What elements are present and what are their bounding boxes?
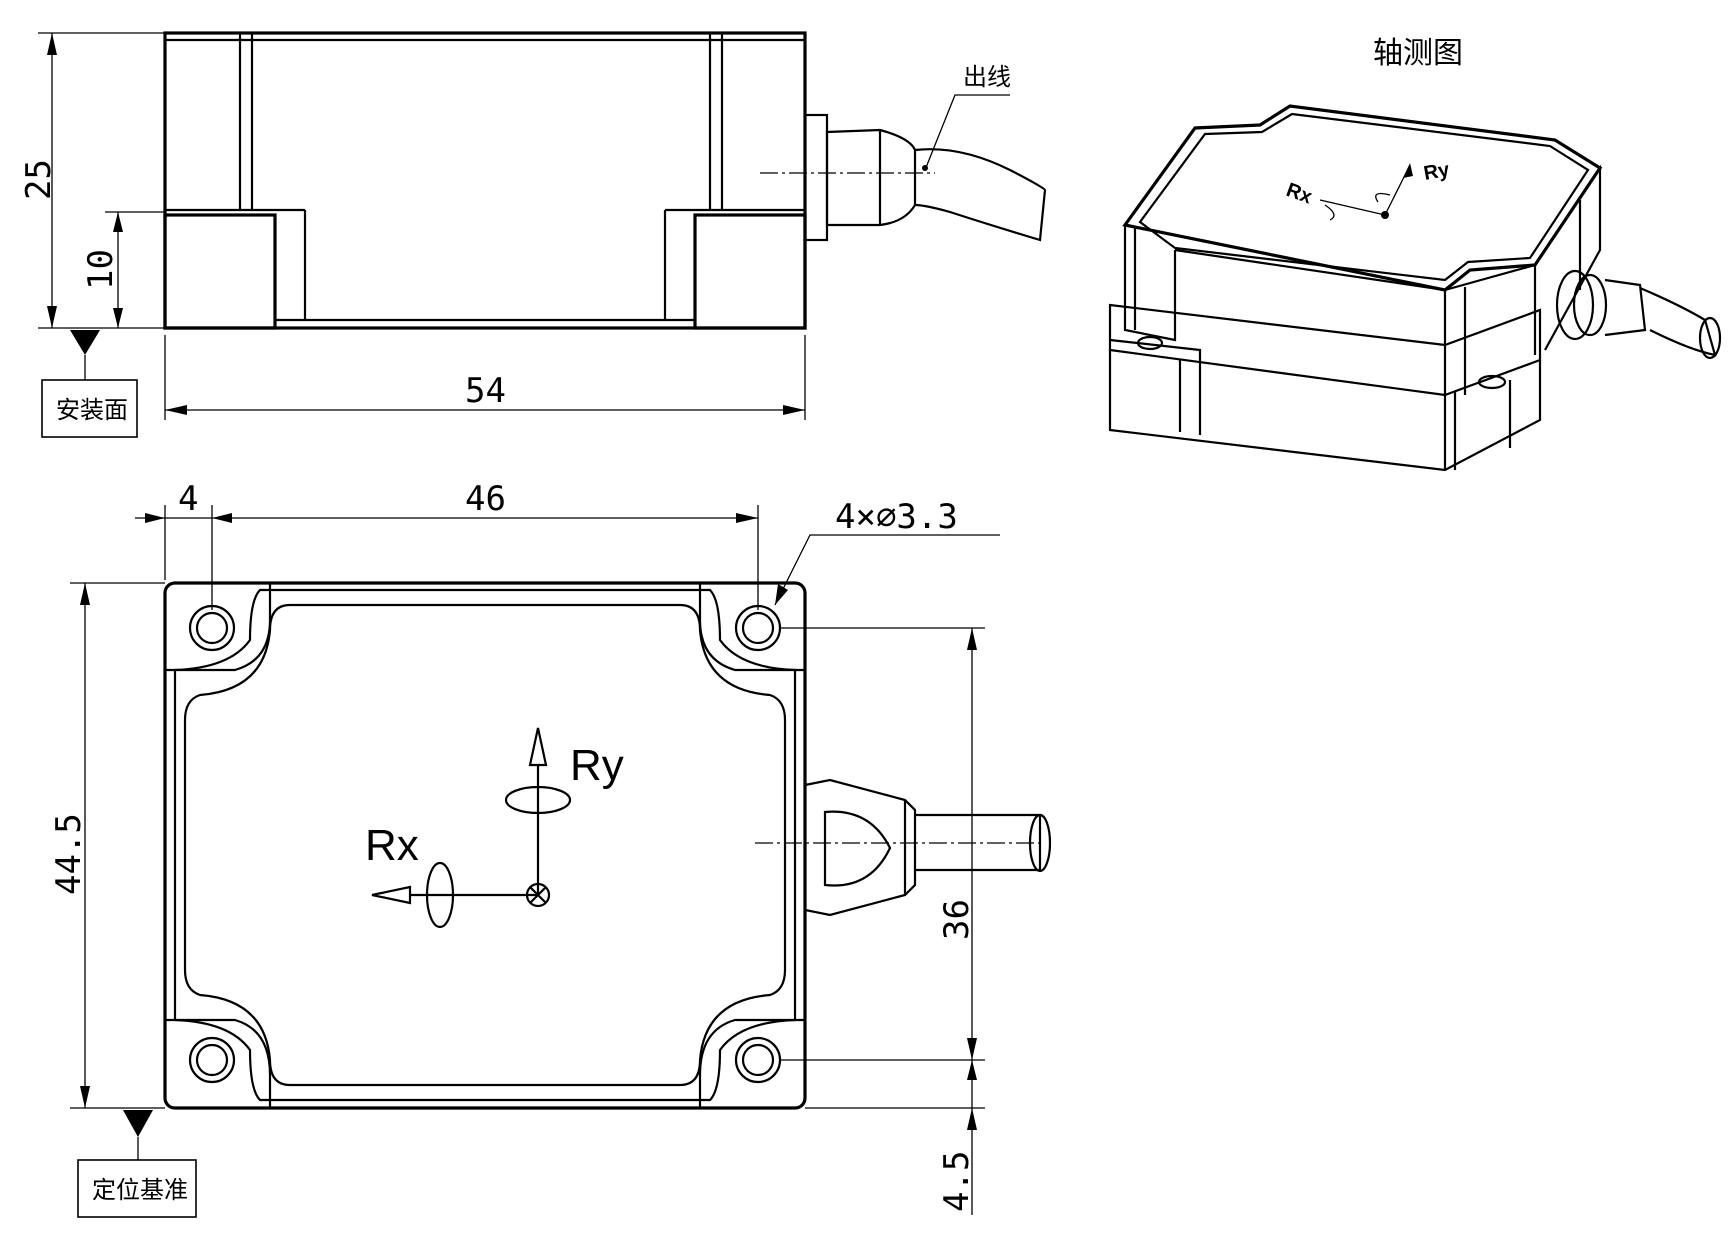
dim-height-base: 10	[81, 249, 121, 290]
front-view-dimensions: 25 10 安装面 54	[19, 32, 806, 438]
positioning-datum-label: 定位基准	[92, 1176, 188, 1204]
rx-label: Rx	[365, 821, 419, 870]
ry-label: Ry	[570, 741, 624, 790]
dim-hole-callout: 4×∅3.3	[835, 497, 958, 537]
dim-height-total: 25	[19, 159, 59, 200]
iso-rx-label: Rx	[1283, 179, 1315, 208]
cable-outlet-label: 出线	[963, 63, 1011, 91]
mounting-surface-label: 安装面	[56, 396, 128, 424]
dim-hole-offset-y: 4.5	[937, 1151, 977, 1212]
top-view-dimensions: 4 46 4×∅3.3 44.5 36 4.5 定位基准	[49, 479, 1000, 1218]
isometric-view: 轴测图 Rx Ry	[1108, 36, 1722, 472]
front-left-ear	[163, 213, 277, 330]
dim-hole-spacing-y: 36	[937, 899, 977, 940]
mounting-holes	[188, 604, 782, 1084]
axis-symbol: Ry Rx	[365, 727, 624, 929]
isometric-view-title: 轴测图	[1373, 36, 1463, 71]
iso-top-face	[1122, 104, 1603, 292]
iso-ry-label: Ry	[1422, 159, 1452, 185]
dim-hole-offset: 4	[178, 479, 198, 519]
front-right-ear	[693, 213, 807, 330]
front-view: 出线	[163, 31, 1047, 330]
dim-hole-spacing-x: 46	[465, 479, 506, 519]
top-view: Ry Rx	[163, 581, 1052, 1110]
dim-length: 54	[465, 371, 506, 411]
dim-width-total: 44.5	[49, 813, 89, 895]
